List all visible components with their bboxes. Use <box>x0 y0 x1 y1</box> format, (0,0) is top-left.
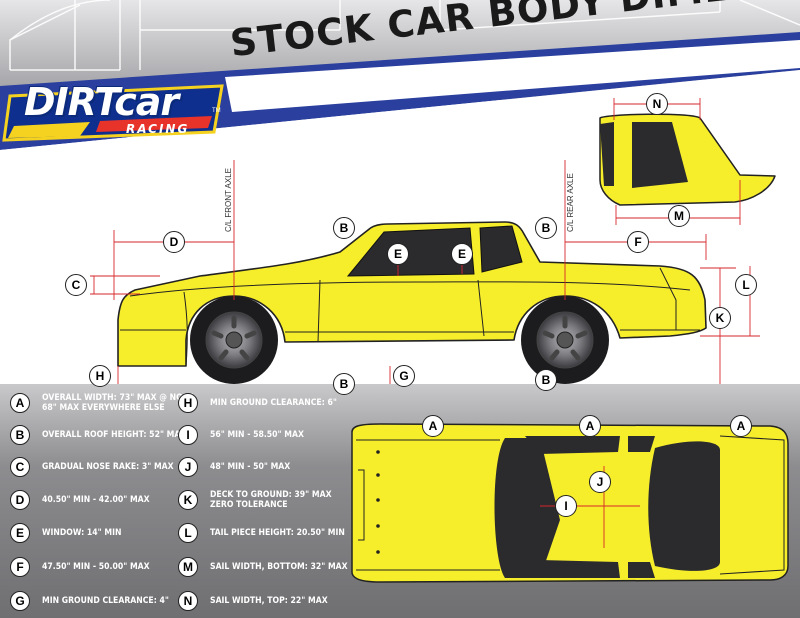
legend-item-f: F 47.50" MIN - 50.00" MAX <box>10 556 150 578</box>
legend-item-e: E WINDOW: 14" MIN <box>10 522 121 544</box>
callout-k: K <box>709 307 731 329</box>
legend-letter-badge: A <box>10 393 30 413</box>
track-lines <box>9 0 800 71</box>
legend-item-n: N SAIL WIDTH, TOP: 22" MAX <box>178 590 328 612</box>
legend-line-1: SAIL WIDTH, TOP: 22" MAX <box>210 596 328 606</box>
legend-letter-badge: E <box>10 523 30 543</box>
legend-item-c: C GRADUAL NOSE RAKE: 3" MAX <box>10 456 174 478</box>
callout-a: A <box>730 415 752 437</box>
legend-item-g: G MIN GROUND CLEARANCE: 4" <box>10 590 169 612</box>
legend-line-1: OVERALL ROOF HEIGHT: 52" MAX <box>42 430 187 440</box>
callout-i: I <box>555 495 577 517</box>
front-wheel <box>190 296 278 384</box>
callout-b: B <box>535 369 557 391</box>
legend-description: GRADUAL NOSE RAKE: 3" MAX <box>42 462 174 472</box>
logo-main-text: DIRTcar <box>24 80 179 124</box>
legend-line-1: 56" MIN - 58.50" MAX <box>210 430 304 440</box>
callout-h: H <box>89 365 111 387</box>
callout-b: B <box>535 217 557 239</box>
legend-description: 56" MIN - 58.50" MAX <box>210 430 304 440</box>
logo-tm: TM <box>212 108 221 114</box>
legend-line-1: MIN GROUND CLEARANCE: 4" <box>42 596 169 606</box>
legend-description: WINDOW: 14" MIN <box>42 528 121 538</box>
legend-line-1: 47.50" MIN - 50.00" MAX <box>42 562 150 572</box>
legend-line-1: DECK TO GROUND: 39" MAX <box>210 490 332 500</box>
legend-description: 48" MIN - 50" MAX <box>210 462 290 472</box>
callout-g: G <box>393 365 415 387</box>
legend-letter-badge: L <box>178 523 198 543</box>
legend-description: SAIL WIDTH, TOP: 22" MAX <box>210 596 328 606</box>
legend-line-1: TAIL PIECE HEIGHT: 20.50" MIN <box>210 528 345 538</box>
rear-wheel <box>521 296 609 384</box>
callout-n: N <box>646 93 668 115</box>
side-view-car <box>117 221 707 384</box>
callout-c: C <box>65 274 87 296</box>
legend-item-b: B OVERALL ROOF HEIGHT: 52" MAX <box>10 424 186 446</box>
legend-letter-badge: J <box>178 457 198 477</box>
logo-sub-text: RACING <box>126 122 190 136</box>
legend-letter-badge: B <box>10 425 30 445</box>
front-axle-label: C/L FRONT AXLE <box>224 167 233 232</box>
callout-a: A <box>579 415 601 437</box>
legend-description: MIN GROUND CLEARANCE: 4" <box>42 596 169 606</box>
legend-line-1: MIN GROUND CLEARANCE: 6" <box>210 398 337 408</box>
legend-line-1: 48" MIN - 50" MAX <box>210 462 291 472</box>
legend-line-2: 68" MAX EVERYWHERE ELSE <box>42 403 165 413</box>
legend-line-1: OVERALL WIDTH: 73" MAX @ NOSE <box>42 393 194 403</box>
callout-e: E <box>451 243 473 265</box>
callout-e: E <box>387 243 409 265</box>
title-plate <box>225 40 800 112</box>
legend-line-1: SAIL WIDTH, BOTTOM: 32" MAX <box>210 562 348 572</box>
dirtcar-logo-shape <box>2 84 224 142</box>
legend-letter-badge: N <box>178 591 198 611</box>
legend-letter-badge: H <box>178 393 198 413</box>
callout-b: B <box>333 217 355 239</box>
legend-letter-badge: C <box>10 457 30 477</box>
legend-line-2: ZERO TOLERANCE <box>210 500 288 510</box>
callout-m: M <box>668 205 690 227</box>
legend-item-h: H MIN GROUND CLEARANCE: 6" <box>178 392 337 414</box>
callout-a: A <box>422 415 444 437</box>
callout-l: L <box>735 274 757 296</box>
legend-item-l: L TAIL PIECE HEIGHT: 20.50" MIN <box>178 522 345 544</box>
legend-letter-badge: G <box>10 591 30 611</box>
callout-b: B <box>333 373 355 395</box>
rear-axle-label: C/L REAR AXLE <box>566 173 575 232</box>
legend-item-m: M SAIL WIDTH, BOTTOM: 32" MAX <box>178 556 348 578</box>
legend-letter-badge: F <box>10 557 30 577</box>
legend-description: TAIL PIECE HEIGHT: 20.50" MIN <box>210 528 345 538</box>
rear-sail-view <box>599 113 776 206</box>
legend-item-d: D 40.50" MIN - 42.00" MAX <box>10 489 150 511</box>
legend-line-1: WINDOW: 14" MIN <box>42 528 122 538</box>
legend-description: OVERALL ROOF HEIGHT: 52" MAX <box>42 430 186 440</box>
legend-line-1: GRADUAL NOSE RAKE: 3" MAX <box>42 462 174 472</box>
legend-description: SAIL WIDTH, BOTTOM: 32" MAX <box>210 562 348 572</box>
legend-line-1: 40.50" MIN - 42.00" MAX <box>42 495 150 505</box>
legend-letter-badge: M <box>178 557 198 577</box>
legend-letter-badge: K <box>178 490 198 510</box>
legend-letter-badge: D <box>10 490 30 510</box>
legend-description: MIN GROUND CLEARANCE: 6" <box>210 398 337 408</box>
legend-item-j: J 48" MIN - 50" MAX <box>178 456 290 478</box>
callout-j: J <box>589 471 611 493</box>
callout-f: F <box>627 231 649 253</box>
legend-description: 40.50" MIN - 42.00" MAX <box>42 495 150 505</box>
dirtcar-logo: DIRTcar RACING TM <box>6 78 224 140</box>
legend-item-i: I 56" MIN - 58.50" MAX <box>178 424 304 446</box>
legend-description: 47.50" MIN - 50.00" MAX <box>42 562 150 572</box>
legend-letter-badge: I <box>178 425 198 445</box>
callout-d: D <box>163 231 185 253</box>
